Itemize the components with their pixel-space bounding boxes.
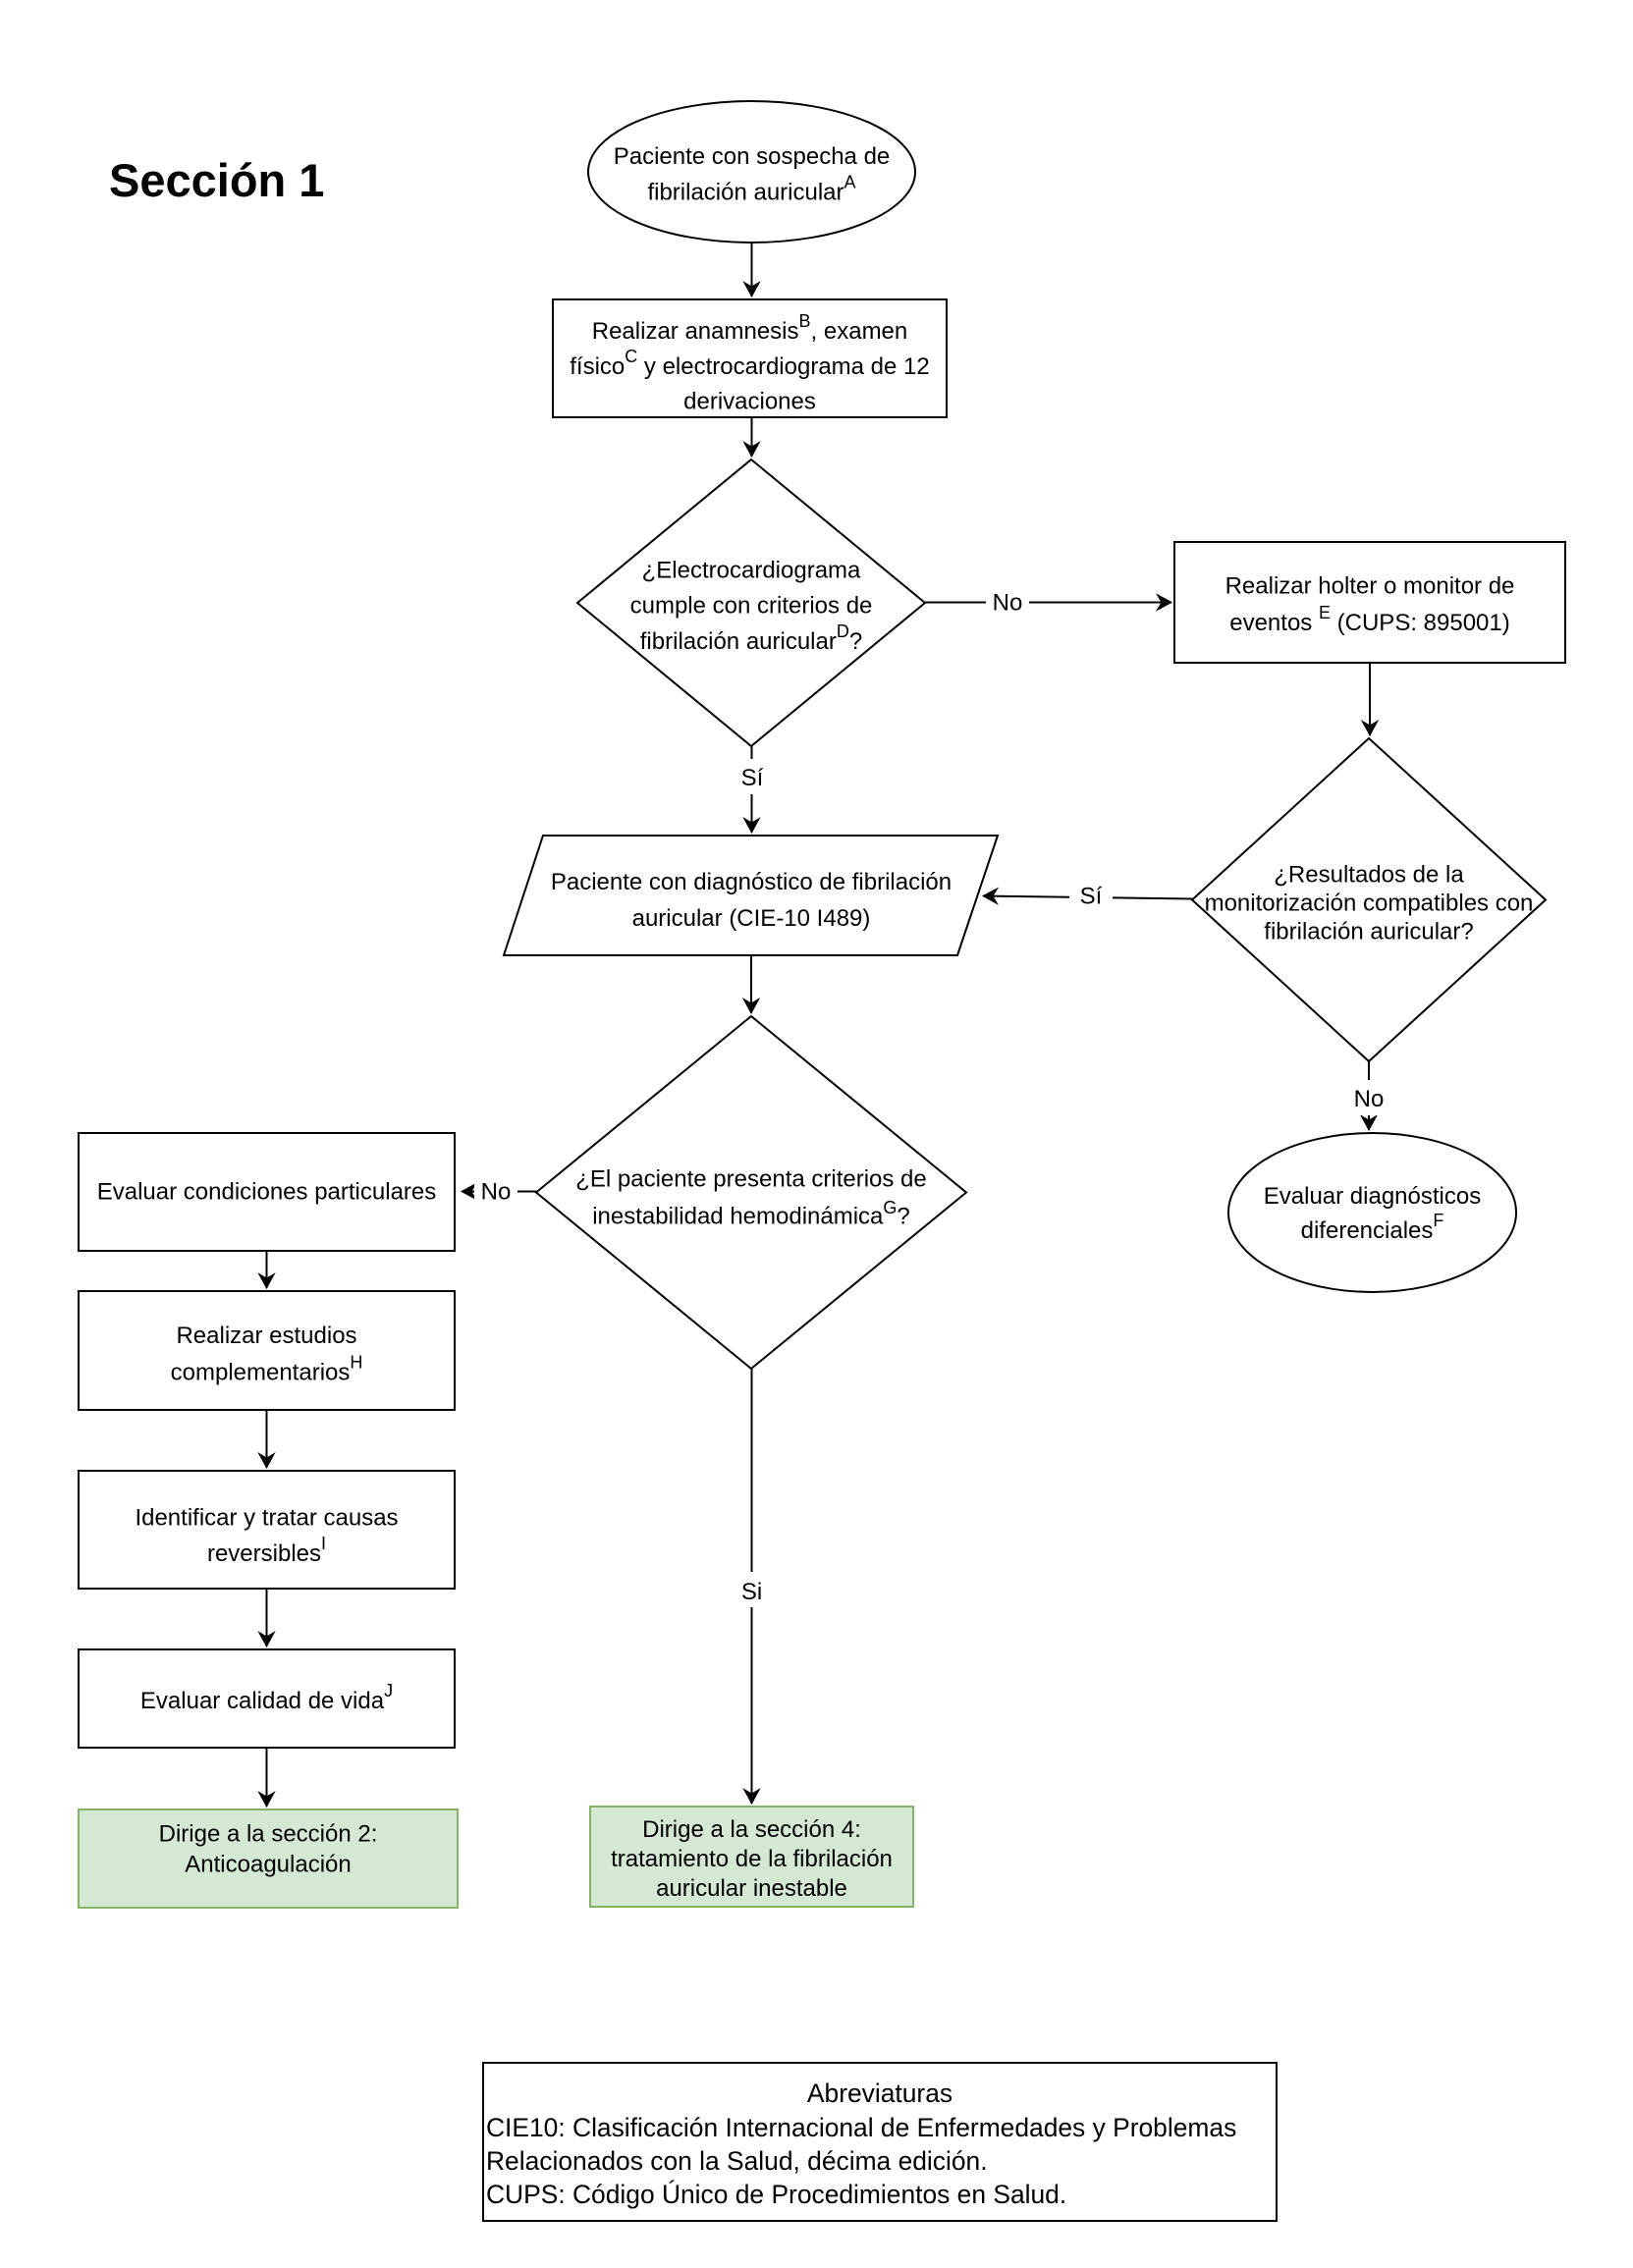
svg-text:¿El paciente presenta criterio: ¿El paciente presenta criterios de — [575, 1166, 927, 1193]
svg-text:Sí: Sí — [741, 765, 764, 791]
svg-text:Realizar holter o monitor de: Realizar holter o monitor de — [1225, 573, 1515, 600]
svg-text:tratamiento de la fibrilación: tratamiento de la fibrilación — [611, 1846, 893, 1872]
svg-text:No: No — [481, 1179, 512, 1206]
svg-text:Sí: Sí — [1080, 884, 1103, 910]
svg-text:Identificar y tratar causas: Identificar y tratar causas — [135, 1505, 398, 1532]
svg-text:inestabilidad hemodinámicaG?: inestabilidad hemodinámicaG? — [592, 1198, 910, 1230]
svg-text:fibrilación auricular?: fibrilación auricular? — [1264, 919, 1473, 945]
svg-text:auricular inestable: auricular inestable — [656, 1875, 847, 1902]
svg-text:CIE10: Clasificación Internaci: CIE10: Clasificación Internacional de En… — [486, 2113, 1236, 2142]
svg-text:Dirige a la sección 2:: Dirige a la sección 2: — [159, 1821, 378, 1848]
svg-text:Dirige a la sección 4:: Dirige a la sección 4: — [642, 1816, 861, 1843]
svg-text:Si: Si — [741, 1579, 762, 1605]
svg-text:Anticoagulación: Anticoagulación — [185, 1852, 351, 1878]
svg-text:monitorización compatibles con: monitorización compatibles con — [1205, 891, 1534, 917]
svg-text:No: No — [993, 590, 1023, 617]
svg-text:Relacionados con la Salud, déc: Relacionados con la Salud, décima edició… — [486, 2146, 988, 2176]
svg-text:No: No — [1354, 1086, 1385, 1112]
svg-text:Realizar estudios: Realizar estudios — [176, 1323, 356, 1349]
svg-text:auricular (CIE-10 I489): auricular (CIE-10 I489) — [632, 905, 871, 932]
svg-text:Paciente con sospecha de: Paciente con sospecha de — [614, 143, 891, 170]
svg-text:Sección 1: Sección 1 — [109, 154, 324, 206]
svg-text:Evaluar condiciones particular: Evaluar condiciones particulares — [97, 1179, 437, 1206]
svg-text:Abreviaturas: Abreviaturas — [807, 2079, 953, 2108]
svg-text:derivaciones: derivaciones — [683, 389, 816, 415]
svg-text:¿Resultados de la: ¿Resultados de la — [1274, 862, 1464, 889]
svg-text:¿Electrocardiograma: ¿Electrocardiograma — [642, 558, 861, 584]
svg-text:eventos E (CUPS: 895001): eventos E (CUPS: 895001) — [1229, 603, 1510, 636]
svg-text:Evaluar diagnósticos: Evaluar diagnósticos — [1264, 1183, 1481, 1210]
svg-text:cumple con criterios de: cumple con criterios de — [630, 593, 873, 620]
svg-text:CUPS: Código Único de Procedim: CUPS: Código Único de Procedimientos en … — [486, 2180, 1066, 2209]
svg-text:Paciente con diagnóstico de fi: Paciente con diagnóstico de fibrilación — [551, 869, 952, 895]
